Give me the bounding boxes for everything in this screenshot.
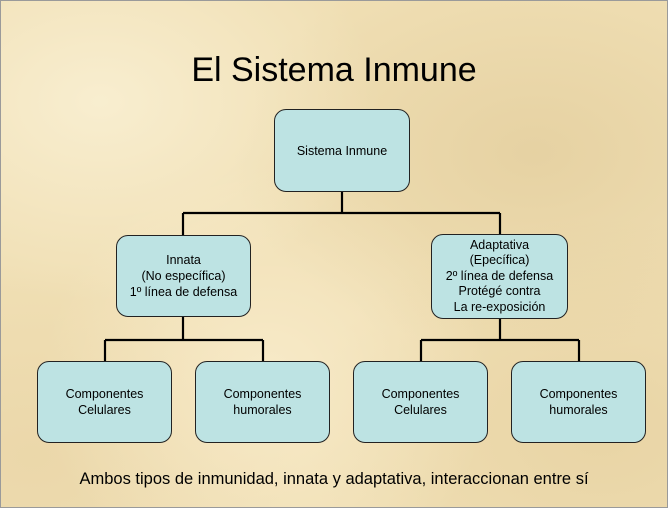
node-componentes-humorales-adaptativa: Componentes humorales [511,361,646,443]
adaptativa-line: La re-exposición [453,299,546,314]
adaptativa-line: 2º línea de defensa [445,268,554,283]
adaptativa-line: Adaptativa [469,237,530,252]
slide-title: El Sistema Inmune [191,51,477,89]
node-sistema-inmune-label: Sistema Inmune [296,143,388,158]
leaf-line: Celulares [394,403,447,417]
leaf-line: Componentes [223,387,302,401]
node-adaptativa: Adaptativa (Epecífica) 2º línea de defen… [431,234,568,319]
adaptativa-line: (Epecífica) [469,253,530,268]
innata-line: (No específica) [141,269,226,283]
node-sistema-inmune: Sistema Inmune [274,109,410,192]
leaf-line: Componentes [539,387,618,401]
node-innata: Innata (No específica) 1º línea de defen… [116,235,251,317]
leaf-line: Celulares [78,403,131,417]
node-componentes-celulares-innata: Componentes Celulares [37,361,172,443]
node-componentes-humorales-innata: Componentes humorales [195,361,330,443]
adaptativa-line: Protégé contra [458,284,541,299]
leaf-line: Componentes [65,387,144,401]
innata-line: Innata [166,253,201,267]
node-componentes-celulares-adaptativa: Componentes Celulares [353,361,488,443]
leaf-line: humorales [549,403,608,417]
footer-caption: Ambos tipos de inmunidad, innata y adapt… [79,470,589,488]
leaf-line: humorales [233,403,292,417]
innata-line: 1º línea de defensa [129,285,238,299]
leaf-line: Componentes [381,387,460,401]
